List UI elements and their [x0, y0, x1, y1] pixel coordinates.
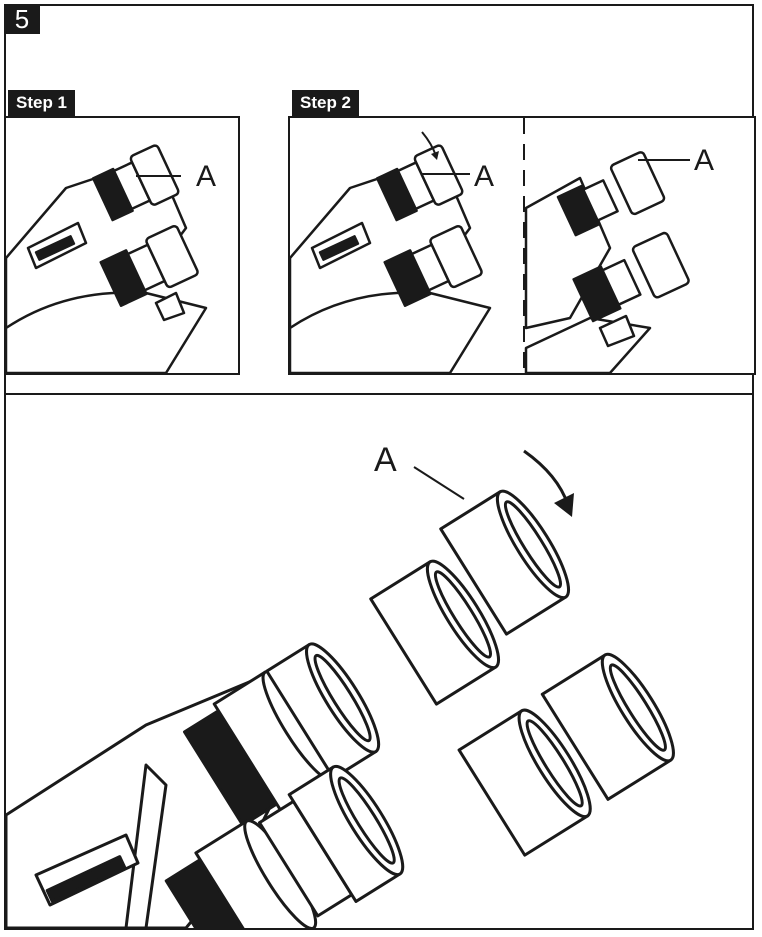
- step2-tab: Step 2: [292, 90, 360, 116]
- figure-number: 5: [4, 4, 40, 34]
- step1-label-a: A: [196, 160, 216, 193]
- step2-label-a-left: A: [474, 160, 494, 193]
- figure-frame: [4, 4, 754, 930]
- step2-binocular-illustration: A A: [290, 118, 714, 373]
- step2-label-a-right: A: [694, 144, 714, 177]
- step1-panel: A: [4, 116, 240, 375]
- main-arrowhead-icon: [554, 493, 574, 517]
- step1-binocular-illustration: A: [6, 144, 216, 373]
- step2-arrowhead-icon: [431, 151, 439, 160]
- section-divider: [4, 393, 754, 395]
- main-binocular-illustration: A: [6, 441, 675, 928]
- step2-panel: A A: [288, 116, 756, 375]
- main-leader-line: [413, 466, 465, 500]
- main-panel: A: [6, 395, 752, 928]
- main-label-a: A: [374, 441, 397, 479]
- step1-tab: Step 1: [8, 90, 76, 116]
- main-rotation-arrow-icon: [523, 449, 570, 506]
